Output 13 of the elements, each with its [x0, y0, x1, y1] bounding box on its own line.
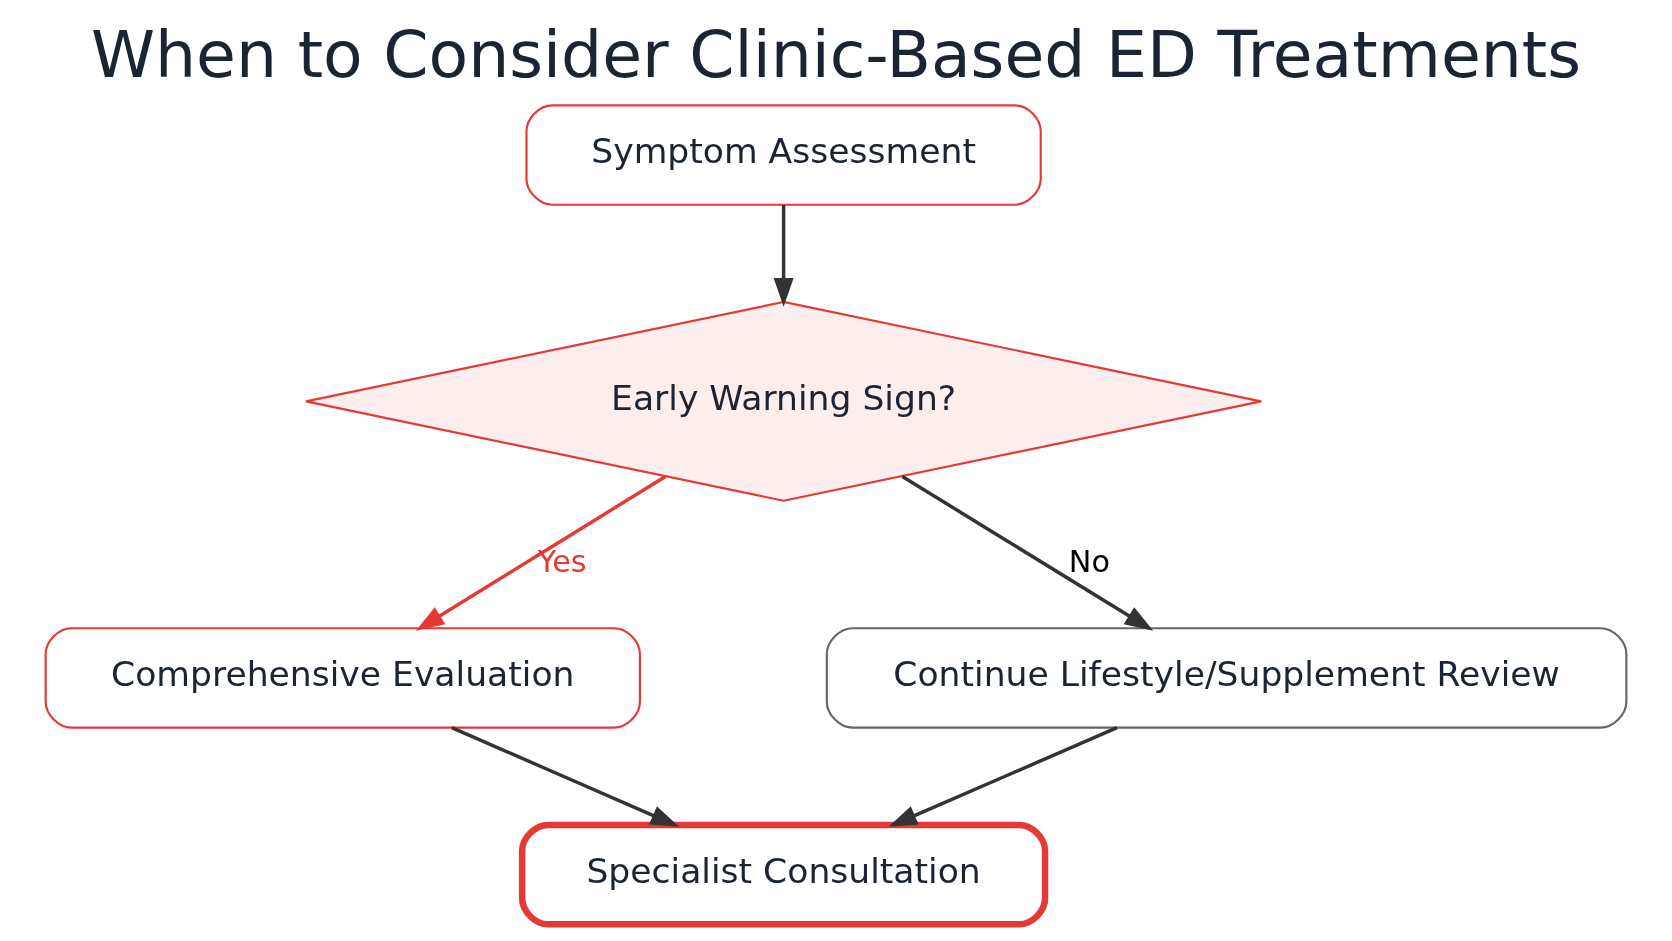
arrow: [451, 726, 680, 827]
arrow: [901, 475, 1154, 631]
diagram-title: When to Consider Clinic-Based ED Treatments: [90, 17, 1582, 93]
arrow: [415, 475, 667, 631]
node-diamond: Early Warning Sign?: [304, 300, 1263, 502]
node-box: Symptom Assessment: [525, 104, 1042, 206]
edge-label: No: [1068, 544, 1110, 580]
edge-label: Yes: [537, 544, 587, 580]
arrow: [888, 726, 1118, 827]
node-box: Continue Lifestyle/Supplement Review: [825, 627, 1628, 729]
arrow: [773, 205, 794, 307]
node-box: Comprehensive Evaluation: [44, 627, 641, 729]
node-box: Specialist Consultation: [518, 821, 1049, 928]
